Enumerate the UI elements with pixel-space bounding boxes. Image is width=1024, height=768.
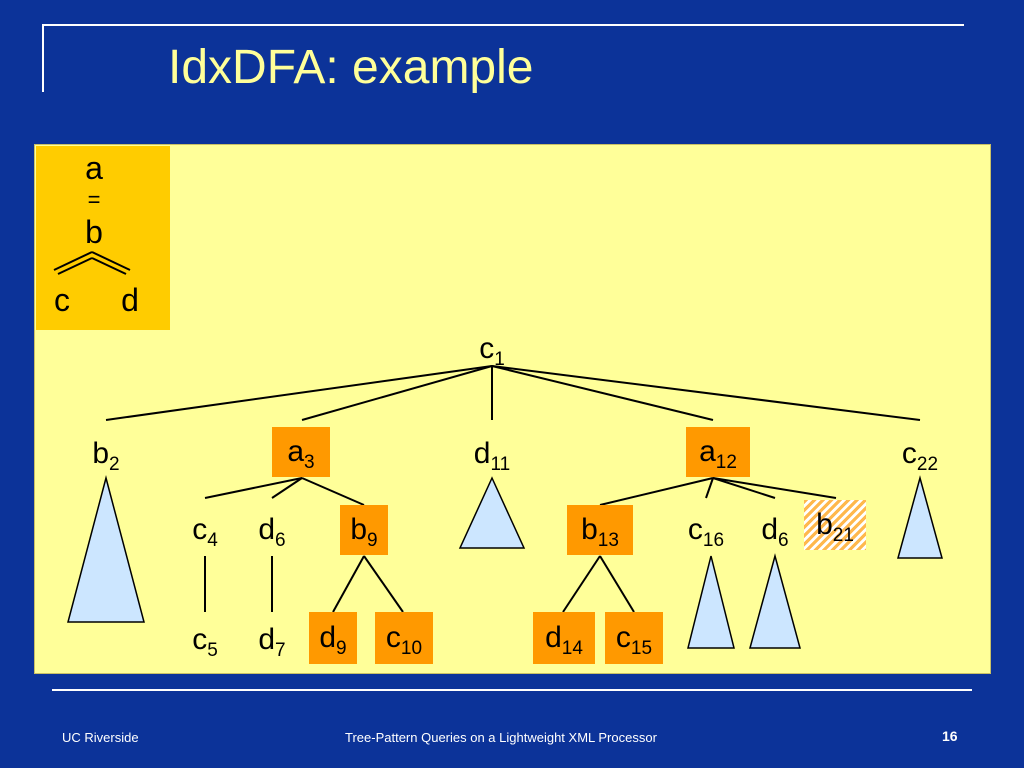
node-label: d — [473, 437, 491, 470]
tree-node-b9: b9 — [340, 505, 388, 555]
edge-a3-b9 — [301, 477, 365, 506]
node-index: 1 — [494, 349, 505, 370]
tree-node-d6b: d6 — [747, 505, 803, 555]
tree-node-c22: c22 — [892, 429, 948, 479]
node-index: 6 — [275, 530, 286, 551]
node-index: 9 — [367, 530, 378, 551]
tree-node-b2: b2 — [78, 429, 134, 479]
node-label: b — [350, 513, 368, 546]
slide-title: IdxDFA: example — [168, 41, 534, 94]
node-label: c — [687, 513, 703, 546]
node-index: 22 — [916, 454, 939, 475]
edge-b13-c15 — [599, 555, 635, 613]
tree-node-d6a: d6 — [250, 505, 294, 555]
edge-c1-a3 — [301, 365, 493, 421]
pattern-leaf-right: d — [121, 282, 139, 318]
footer-page-number: 16 — [942, 728, 958, 744]
node-index: 13 — [597, 530, 619, 551]
left-rule-line — [42, 24, 44, 92]
edge-a12-b21 — [712, 477, 837, 499]
edge-c1-c22 — [491, 365, 921, 421]
edge-a12-b13 — [599, 477, 714, 506]
pattern-node-mid: b — [85, 214, 103, 250]
tree-node-c15: c15 — [605, 612, 663, 664]
node-index: 5 — [207, 640, 218, 661]
tree-node-c10: c10 — [375, 612, 433, 664]
node-label: a — [699, 435, 716, 468]
node-label: c — [479, 332, 495, 365]
subtree-triangle-d6b — [749, 553, 801, 649]
node-label: c — [192, 513, 208, 546]
edge-a12-c16 — [705, 477, 714, 499]
edge-c1-b2 — [105, 365, 493, 421]
node-label: d — [258, 513, 276, 546]
node-label: b — [581, 513, 598, 546]
node-label: a — [287, 435, 305, 468]
node-index: 4 — [207, 530, 218, 551]
tree-node-c4: c4 — [183, 505, 227, 555]
edge-a12-d6b — [712, 477, 776, 499]
bottom-rule-line — [52, 689, 972, 691]
edge-b9-d9 — [332, 555, 365, 613]
top-rule-line — [42, 24, 964, 26]
edge-a3-d6a — [271, 477, 303, 499]
pattern-double-edges — [53, 251, 131, 275]
query-pattern-box: a = b c d — [36, 146, 170, 330]
edge-a3-c4 — [204, 477, 303, 499]
tree-node-b13: b13 — [567, 505, 633, 555]
tree-node-d14: d14 — [533, 612, 595, 664]
subtree-triangle-c16 — [687, 555, 735, 649]
tree-node-d11: d11 — [464, 429, 520, 479]
tree-node-c16: c16 — [678, 505, 734, 555]
node-label: d — [761, 513, 779, 546]
subtree-triangle-d11 — [458, 476, 526, 549]
node-index: 10 — [400, 638, 423, 659]
tree-node-d7: d7 — [250, 615, 294, 665]
tree-node-b21: b21 — [804, 500, 866, 550]
node-index: 2 — [109, 454, 120, 475]
edge-c1-a12 — [491, 365, 714, 421]
node-label: c — [385, 621, 401, 654]
edge-b9-c10 — [363, 555, 404, 613]
node-label: d — [545, 621, 562, 654]
node-label: c — [192, 623, 208, 656]
node-index: 9 — [336, 638, 347, 659]
node-index: 11 — [490, 454, 511, 475]
tree-node-a3: a3 — [272, 427, 330, 477]
node-index: 12 — [715, 452, 737, 473]
node-label: d — [258, 623, 276, 656]
edge-b13-d14 — [562, 555, 601, 613]
tree-node-d9: d9 — [309, 612, 357, 664]
subtree-triangle-c22 — [897, 475, 943, 559]
node-index: 15 — [630, 638, 653, 659]
node-label: b — [816, 508, 833, 541]
node-index: 16 — [702, 530, 725, 551]
footer-institution: UC Riverside — [62, 730, 139, 745]
subtree-triangle-b2 — [67, 475, 145, 623]
pattern-leaf-left: c — [54, 282, 70, 318]
footer-talk-title: Tree-Pattern Queries on a Lightweight XM… — [345, 730, 657, 745]
node-index: 6 — [778, 530, 789, 551]
tree-node-c1: c1 — [470, 324, 514, 374]
node-index: 7 — [275, 640, 286, 661]
tree-node-a12: a12 — [686, 427, 750, 477]
node-label: d — [319, 621, 337, 654]
node-label: b — [92, 437, 110, 470]
node-label: c — [615, 621, 631, 654]
node-label: c — [901, 437, 917, 470]
node-index: 21 — [832, 525, 854, 546]
tree-node-c5: c5 — [183, 615, 227, 665]
pattern-edge-mark: = — [87, 187, 101, 212]
pattern-node-root: a — [85, 150, 103, 186]
node-index: 14 — [561, 638, 583, 659]
node-index: 3 — [304, 452, 315, 473]
